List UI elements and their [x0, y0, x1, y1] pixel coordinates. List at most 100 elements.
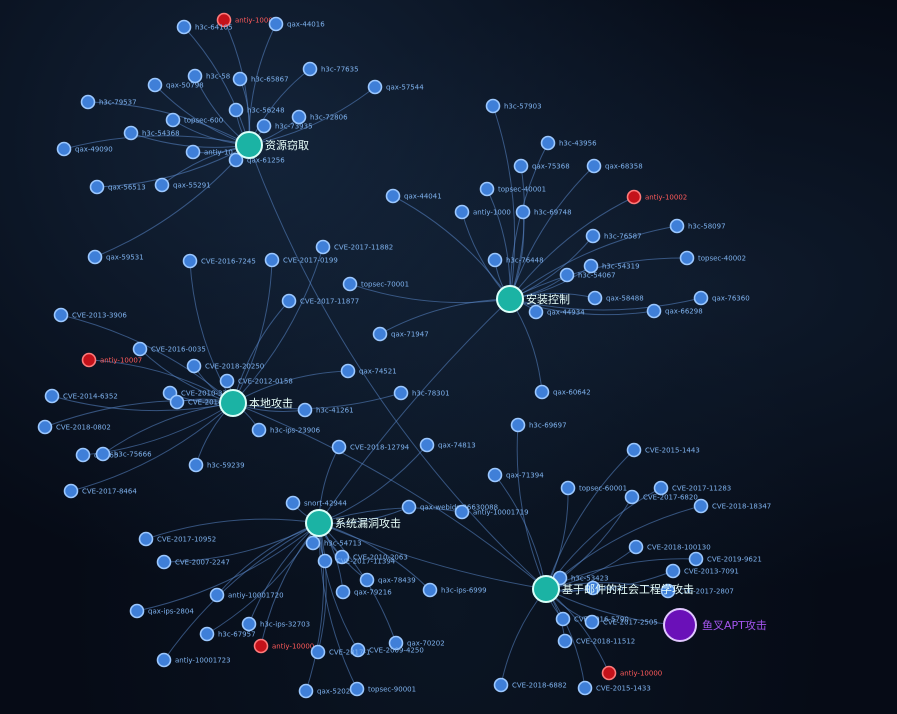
leaf-node[interactable]: CVE-2017-2505 [584, 614, 658, 630]
node-marker[interactable] [335, 584, 351, 600]
leaf-node[interactable]: CVE-2016-5790 [555, 611, 629, 627]
leaf-node[interactable]: h3c-75666 [95, 446, 153, 462]
leaf-node[interactable]: CVE-2018-100130 [628, 539, 711, 555]
leaf-node[interactable]: CVE-2017-2807 [660, 583, 734, 599]
root-node[interactable]: 鱼叉APT攻击 [663, 608, 767, 642]
node-marker[interactable] [75, 447, 91, 463]
node-marker[interactable] [268, 16, 284, 32]
leaf-node[interactable]: h3c-57903 [485, 98, 542, 114]
node-marker[interactable] [688, 551, 704, 567]
hub-node-marker[interactable] [219, 389, 247, 417]
leaf-node[interactable]: topsec-40001 [479, 181, 547, 197]
leaf-node[interactable]: CVE-2015-1433 [577, 680, 651, 696]
hub-node-marker[interactable] [532, 575, 560, 603]
node-marker[interactable] [334, 549, 350, 565]
leaf-node[interactable]: qax-79216 [335, 584, 393, 600]
leaf-node[interactable]: h3c-76448 [487, 252, 544, 268]
alert-node-marker[interactable] [253, 638, 269, 654]
leaf-node[interactable]: qax-44934 [528, 304, 586, 320]
leaf-node[interactable]: h3c-56248 [228, 102, 285, 118]
node-marker[interactable] [388, 635, 404, 651]
leaf-node[interactable]: qax-50798 [147, 77, 204, 93]
node-marker[interactable] [291, 109, 307, 125]
node-marker[interactable] [515, 204, 531, 220]
leaf-node[interactable]: CVE-2009-4250 [350, 642, 424, 658]
leaf-node[interactable]: CVE-2016-7245 [182, 253, 256, 269]
node-marker[interactable] [63, 483, 79, 499]
leaf-node[interactable]: topsec-60001 [560, 480, 628, 496]
leaf-node[interactable]: CVE-2017-8464 [63, 483, 138, 499]
node-marker[interactable] [487, 252, 503, 268]
leaf-node[interactable]: CVE-2017-11882 [315, 239, 394, 255]
node-marker[interactable] [587, 290, 603, 306]
leaf-node[interactable]: qax-74813 [419, 437, 476, 453]
leaf-node[interactable]: CVE-2017-11283 [653, 480, 732, 496]
node-marker[interactable] [454, 204, 470, 220]
leaf-node[interactable]: h3c-69697 [510, 417, 567, 433]
leaf-node[interactable]: CVE-2012-0158 [219, 373, 293, 389]
leaf-node[interactable]: antiy-1000 [454, 204, 511, 220]
node-marker[interactable] [669, 218, 685, 234]
node-marker[interactable] [129, 603, 145, 619]
node-marker[interactable] [401, 499, 417, 515]
leaf-node[interactable]: CVE-2019-9621 [688, 551, 762, 567]
node-marker[interactable] [176, 19, 192, 35]
leaf-node[interactable]: h3c-76587 [585, 228, 642, 244]
node-marker[interactable] [199, 626, 215, 642]
node-marker[interactable] [540, 135, 556, 151]
leaf-node[interactable]: qax-56513 [89, 179, 146, 195]
node-marker[interactable] [557, 633, 573, 649]
leaf-node[interactable]: qax-55291 [154, 177, 211, 193]
leaf-node[interactable]: antiy-10000 [601, 665, 663, 681]
node-marker[interactable] [583, 258, 599, 274]
alert-node-marker[interactable] [216, 12, 232, 28]
leaf-node[interactable]: topsec-600 [165, 112, 224, 128]
node-marker[interactable] [187, 68, 203, 84]
node-marker[interactable] [285, 495, 301, 511]
leaf-node[interactable]: CVE-2018-6882 [493, 677, 567, 693]
hub-node-h2[interactable]: 安装控制 [496, 285, 570, 313]
leaf-node[interactable]: qax-70202 [388, 635, 445, 651]
node-marker[interactable] [528, 304, 544, 320]
node-marker[interactable] [232, 71, 248, 87]
node-marker[interactable] [95, 446, 111, 462]
node-marker[interactable] [555, 611, 571, 627]
leaf-node[interactable]: CVE-2014-6352 [44, 388, 118, 404]
node-marker[interactable] [487, 467, 503, 483]
leaf-node[interactable]: h3c-41261 [297, 402, 354, 418]
node-marker[interactable] [372, 326, 388, 342]
node-marker[interactable] [89, 179, 105, 195]
node-marker[interactable] [485, 98, 501, 114]
node-marker[interactable] [156, 554, 172, 570]
root-node-marker[interactable] [663, 608, 697, 642]
leaf-node[interactable]: h3c-69748 [515, 204, 572, 220]
hub-node-h3[interactable]: 本地攻击 [219, 389, 293, 417]
leaf-node[interactable]: qax-59531 [87, 249, 144, 265]
node-marker[interactable] [585, 580, 601, 596]
node-marker[interactable] [310, 644, 326, 660]
leaf-node[interactable]: CVE-2013-3906 [53, 307, 128, 323]
node-marker[interactable] [665, 563, 681, 579]
node-marker[interactable] [560, 480, 576, 496]
leaf-node[interactable]: qax-71947 [372, 326, 429, 342]
node-marker[interactable] [577, 680, 593, 696]
leaf-node[interactable]: h3c-72806 [291, 109, 349, 125]
node-marker[interactable] [359, 572, 375, 588]
leaf-node[interactable]: h3c-5 [585, 580, 624, 596]
leaf-node[interactable]: h3c-ips-23906 [251, 422, 321, 438]
leaf-node[interactable]: qax-52022 [298, 683, 355, 699]
leaf-node[interactable]: CVE-2018-11512 [557, 633, 636, 649]
leaf-node[interactable]: CVE-2017-0199 [264, 252, 338, 268]
leaf-node[interactable]: topsec-90001 [349, 681, 417, 697]
node-marker[interactable] [624, 489, 640, 505]
leaf-node[interactable]: CVE-2007-2247 [156, 554, 230, 570]
leaf-node[interactable]: h3c-65867 [232, 71, 289, 87]
node-marker[interactable] [302, 61, 318, 77]
node-marker[interactable] [147, 77, 163, 93]
node-marker[interactable] [185, 144, 201, 160]
node-marker[interactable] [209, 587, 225, 603]
node-marker[interactable] [679, 250, 695, 266]
leaf-node[interactable]: CVE-2016-0035 [132, 341, 206, 357]
leaf-node[interactable]: qax-76360 [693, 290, 750, 306]
